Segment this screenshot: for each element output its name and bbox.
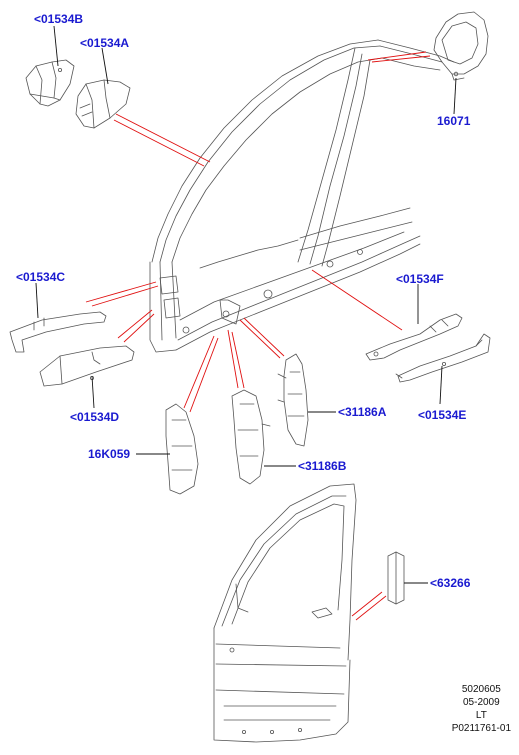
part-01534C [9,311,107,353]
part-31186B [231,389,271,485]
part-01534D [39,345,135,387]
label-16071[interactable]: 16071 [437,114,471,128]
part-16071 [433,11,489,81]
label-16K059[interactable]: 16K059 [88,447,131,461]
part-01534E [395,333,491,383]
reference-code: 5020605 [461,684,501,695]
reference-illustration-id: P0211761-01 [451,723,511,734]
reference-block: 5020605 05-2009 LT P0211761-01 [452,683,511,735]
label-01534D[interactable]: <01534D [70,410,120,424]
label-01534A[interactable]: <01534A [80,36,130,50]
part-63266 [387,551,405,605]
part-01534F [365,313,463,361]
reference-date: 05-2009 [462,697,500,708]
reference-region: LT [475,710,487,721]
part-31186A [277,353,309,447]
label-01534F[interactable]: <01534F [396,272,444,286]
part-01534B [25,59,75,107]
label-01534E[interactable]: <01534E [418,408,467,422]
leader-lines [85,51,431,621]
pointer-lines [35,25,457,584]
label-63266[interactable]: <63266 [430,576,471,590]
front-door [213,483,357,743]
label-01534C[interactable]: <01534C [16,270,66,284]
label-01534B[interactable]: <01534B [34,12,84,26]
label-31186A[interactable]: <31186A [338,405,387,419]
part-16K059 [165,403,199,495]
part-01534A [75,79,131,129]
label-31186B[interactable]: <31186B [298,459,347,473]
body-side-frame [149,39,455,353]
